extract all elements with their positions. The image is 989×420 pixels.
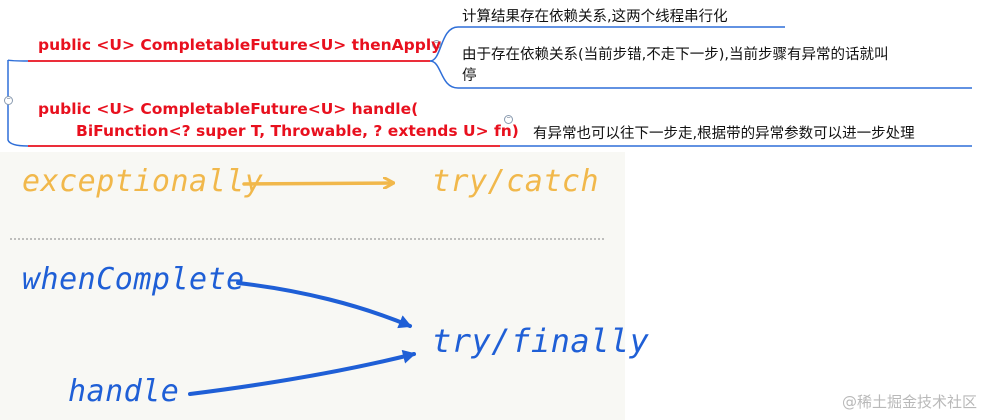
then-apply-note-3: 停 bbox=[462, 68, 477, 84]
then-apply-note-1: 计算结果存在依赖关系,这两个线程串行化 bbox=[462, 9, 728, 25]
collapse-toggle-then-apply[interactable]: − bbox=[432, 40, 441, 49]
label-exceptionally: exceptionally bbox=[22, 164, 264, 199]
handle-note: 有异常也可以往下一步走,根据带的异常参数可以进一步处理 bbox=[533, 126, 915, 142]
then-apply-note-2: 由于存在依赖关系(当前步错,不走下一步),当前步骤有异常的话就叫 bbox=[462, 47, 889, 63]
then-apply-signature: public <U> CompletableFuture<U> thenAppl… bbox=[38, 36, 442, 54]
collapse-toggle-handle[interactable]: − bbox=[504, 115, 513, 124]
label-try-catch: try/catch bbox=[432, 164, 600, 199]
mindmap-connectors bbox=[7, 26, 972, 147]
label-try-finally: try/finally bbox=[432, 322, 650, 360]
watermark: @稀土掘金技术社区 bbox=[841, 393, 977, 411]
handle-signature-line2: BiFunction<? super T, Throwable, ? exten… bbox=[76, 122, 519, 140]
handle-signature-line1: public <U> CompletableFuture<U> handle( bbox=[38, 100, 419, 118]
collapse-toggle-root[interactable]: − bbox=[4, 96, 13, 105]
label-when-complete: whenComplete bbox=[22, 262, 245, 297]
label-handle: handle bbox=[68, 374, 180, 409]
